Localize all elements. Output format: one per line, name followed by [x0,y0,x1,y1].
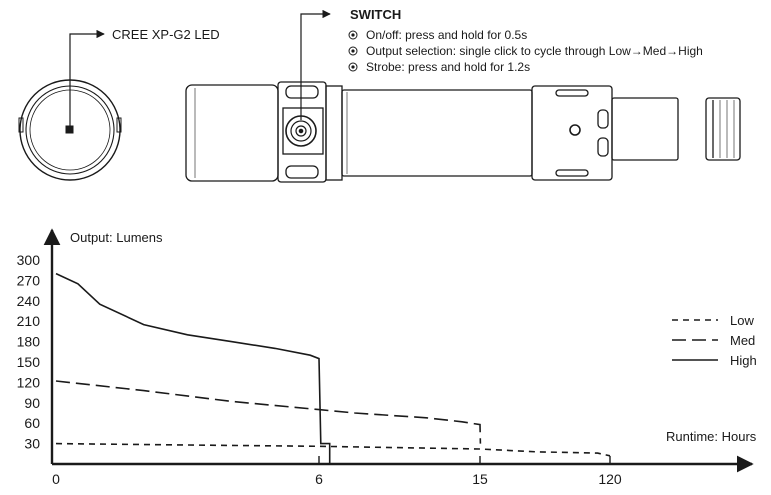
y-tick-label: 210 [17,313,41,329]
switch-item: On/off: press and hold for 0.5s [348,28,527,42]
led-label: CREE XP-G2 LED [112,27,220,42]
runtime-chart: Output: Lumens Runtime: Hours 3002702402… [17,228,757,487]
y-tick-label: 60 [24,415,40,431]
x-axis-title: Runtime: Hours [666,429,757,444]
y-tick-label: 120 [17,374,41,390]
switch-item: Output selection: single click to cycle … [348,44,703,58]
y-tick-label: 180 [17,334,41,350]
y-tick-label: 300 [17,252,41,268]
series-line-med [55,380,482,444]
x-tick-label: 0 [52,471,60,487]
flashlight-side-view [185,81,741,183]
y-tick-label: 30 [24,436,40,452]
y-axis-title: Output: Lumens [70,230,163,245]
y-tick-label: 270 [17,272,41,288]
led-callout: CREE XP-G2 LED [69,27,220,126]
switch-callout: SWITCH On/off: press and hold for 0.5s O… [300,7,703,120]
tail-screw-icon [569,124,581,136]
x-tick-label: 120 [598,471,622,487]
bullet-icon [348,46,358,56]
switch-item-strobe: Strobe: press and hold for 1.2s [366,60,530,74]
switch-item-onoff: On/off: press and hold for 0.5s [366,28,527,42]
bullet-icon [348,30,358,40]
legend-label-low: Low [730,313,754,328]
x-tick-labels: 0 6 15 120 [52,456,622,487]
y-tick-labels: 300 270 240 210 180 150 120 90 60 30 [17,252,41,452]
switch-title: SWITCH [350,7,401,22]
power-switch-button [285,115,317,147]
x-tick-label: 15 [472,471,488,487]
y-tick-label: 90 [24,395,40,411]
switch-item-output: Output selection: single click to cycle … [366,44,703,58]
legend-label-high: High [730,353,757,368]
series-line-low [55,442,611,457]
switch-item: Strobe: press and hold for 1.2s [348,60,530,74]
series-line-high [55,272,331,464]
x-tick-label: 6 [315,471,323,487]
y-tick-label: 240 [17,293,41,309]
bullet-icon [348,62,358,72]
legend-label-med: Med [730,333,755,348]
led-chip-icon [65,125,74,134]
y-tick-label: 150 [17,354,41,370]
series-lines [55,272,611,464]
